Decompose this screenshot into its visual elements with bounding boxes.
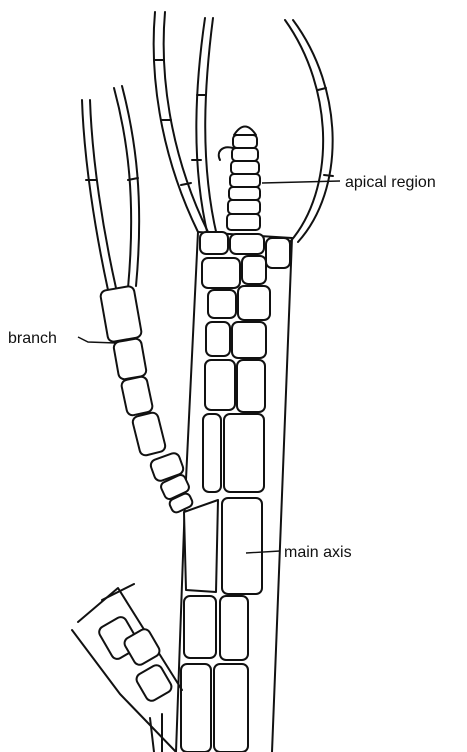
branch-label: branch <box>8 330 57 347</box>
lower-left-branch <box>72 584 182 752</box>
main-axis <box>176 232 292 752</box>
apical-region <box>219 127 260 231</box>
main-axis-label: main axis <box>284 544 352 561</box>
apical-region-label: apical region <box>345 174 436 191</box>
